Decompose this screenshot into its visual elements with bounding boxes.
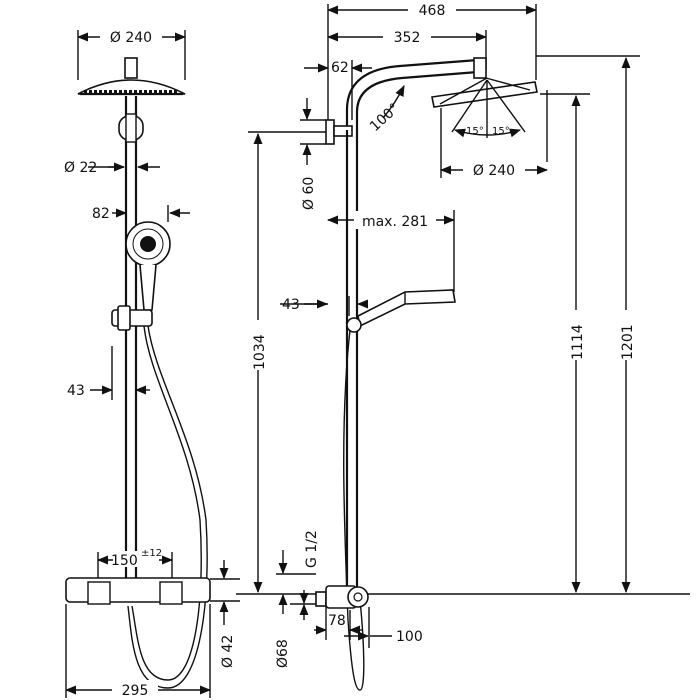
side-bracket-height-label: 1034 <box>252 334 268 370</box>
side-hand-shower <box>346 289 456 333</box>
side-mixer-valve <box>315 585 369 609</box>
side-overall-projection-label: 468 <box>419 3 446 19</box>
front-head-shower <box>77 57 186 96</box>
front-thermostat-depth-label: Ø 42 <box>220 635 236 668</box>
side-view: 468 352 62 100° 15° 15 <box>236 0 690 691</box>
front-handshower-offset-label: 82 <box>92 206 110 222</box>
front-thermostat-spacing-label: 150 <box>111 553 138 569</box>
front-rail-diameter-label: Ø 22 <box>64 160 97 176</box>
side-max-reach-label: max. 281 <box>362 214 428 230</box>
side-head-shower <box>431 77 538 108</box>
side-tilt-left-label: 15° <box>466 126 484 137</box>
side-tilt-right-label: 15° <box>492 126 510 137</box>
side-arm-projection-label: 352 <box>394 30 421 46</box>
side-head-diameter-label: Ø 240 <box>473 163 515 179</box>
side-tilt-indicator: 15° 15° <box>451 79 526 138</box>
side-slider-offset-label: 43 <box>282 297 300 313</box>
side-bracket-diameter-label: Ø 60 <box>301 177 317 210</box>
front-hand-shower <box>125 221 171 311</box>
front-holder-offset-label: 43 <box>67 383 85 399</box>
front-thermostat-tolerance-label: ±12 <box>141 548 162 559</box>
side-rail <box>345 130 359 588</box>
side-thread-label: G 1/2 <box>304 530 320 568</box>
front-slider <box>111 305 153 331</box>
front-thermostat <box>65 577 211 605</box>
side-wall-bracket-label: 62 <box>331 60 349 76</box>
front-hose <box>131 325 202 681</box>
side-total-height-label: 1201 <box>620 324 636 360</box>
side-arm-angle-label: 100° <box>367 101 403 135</box>
front-head-diameter-label: Ø 240 <box>110 30 152 46</box>
side-valve-offset-label: 78 <box>328 613 346 629</box>
side-cover-diameter-label: Ø68 <box>275 639 291 668</box>
side-valve-depth-label: 100 <box>396 629 423 645</box>
front-view: Ø 240 Ø 22 82 <box>64 28 240 699</box>
side-rail-height-label: 1114 <box>570 324 586 360</box>
side-hose <box>343 329 365 691</box>
front-total-width-label: 295 <box>122 683 149 699</box>
front-rail <box>118 96 144 578</box>
side-shower-arm <box>345 57 487 130</box>
